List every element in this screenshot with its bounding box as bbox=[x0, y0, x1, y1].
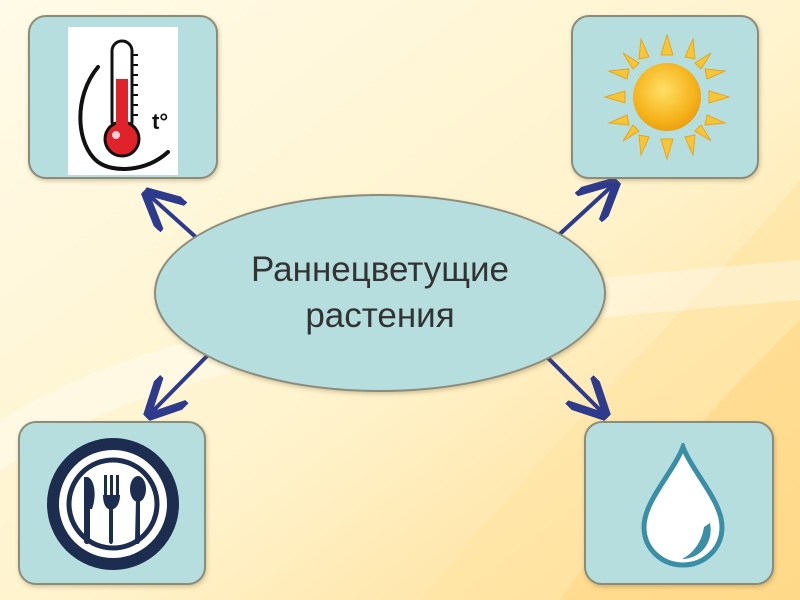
water-drop-icon bbox=[641, 443, 725, 568]
central-concept-ellipse: Раннецветущие растения bbox=[154, 194, 606, 392]
temperature-box: t° bbox=[28, 15, 218, 179]
sun-icon bbox=[603, 33, 731, 161]
water-box bbox=[584, 421, 774, 585]
sun-box bbox=[571, 15, 759, 179]
food-box bbox=[18, 421, 206, 585]
thermometer-icon: t° bbox=[78, 39, 170, 171]
thermometer-label: t° bbox=[152, 109, 168, 134]
center-title-line-1: Раннецветущие bbox=[250, 250, 510, 289]
thermometer-tile: t° bbox=[68, 27, 178, 175]
plate-cutlery-icon bbox=[47, 438, 179, 570]
center-title-line-2: растения bbox=[305, 296, 455, 335]
